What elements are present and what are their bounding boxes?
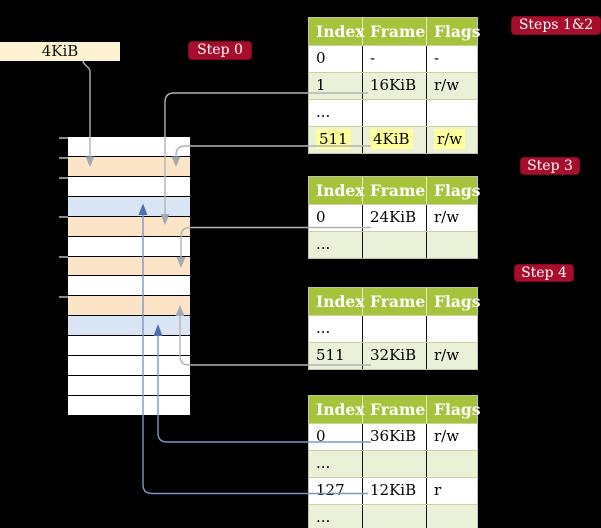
page-table-address-box: 4KiB: [0, 42, 120, 61]
table-cell: [363, 232, 427, 258]
table-cell: r: [434, 481, 442, 499]
table-cell: 16KiB: [363, 73, 427, 99]
memory-frame-peach: [68, 156, 190, 177]
table-cell: ...: [309, 451, 363, 477]
memory-frame-peach: [68, 256, 190, 277]
table-row: ...: [309, 99, 477, 126]
table-cell: [363, 316, 427, 342]
column-header: Frame: [363, 177, 427, 204]
memory-frame-peach: [68, 296, 190, 317]
column-header: Index: [309, 396, 364, 423]
column-header: Flags: [434, 181, 481, 200]
table-cell: [427, 232, 477, 258]
steps-1-2-badge: Steps 1&2: [511, 16, 601, 35]
table-cell: 0: [309, 46, 363, 72]
column-header: Index: [309, 288, 364, 315]
table-cell: 24KiB: [363, 205, 427, 231]
column-header: Frame: [363, 288, 427, 315]
table-cell: 0: [309, 424, 363, 450]
step4-badge: Step 4: [514, 264, 574, 282]
table-cell: 511: [309, 127, 363, 153]
memory-frame-white: [68, 356, 190, 377]
table-cell: r/w: [427, 127, 477, 153]
table-cell: 4KiB: [363, 127, 427, 153]
column-header: Index: [309, 18, 364, 45]
table-cell: [363, 505, 427, 528]
address-tick: [59, 216, 68, 218]
table-cell: ...: [309, 505, 363, 528]
address-tick: [59, 296, 68, 298]
physical-memory-stack: [68, 137, 190, 415]
table-cell: 32KiB: [363, 343, 427, 369]
table-cell: r/w: [434, 346, 460, 364]
table-row: ...: [309, 231, 477, 258]
address-tick: [59, 177, 68, 179]
table-cell: r/w: [434, 427, 460, 445]
memory-frame-white: [68, 336, 190, 357]
address-tick: [59, 157, 68, 159]
table-row: 511 4KiB r/w: [309, 126, 477, 153]
column-header: Flags: [434, 292, 481, 311]
column-header: Flags: [434, 22, 481, 41]
column-header: Frame: [363, 18, 427, 45]
table-cell: [427, 451, 477, 477]
table-cell: 0: [309, 205, 363, 231]
memory-frame-blue: [68, 196, 190, 217]
highlighted-value: 511: [316, 129, 351, 149]
table-cell: [363, 451, 427, 477]
address-tick: [59, 137, 68, 139]
table-cell: 511: [309, 343, 363, 369]
table-row: 0--: [309, 45, 477, 72]
memory-frame-blue: [68, 316, 190, 337]
address-tick: [59, 256, 68, 258]
table-cell: 36KiB: [363, 424, 427, 450]
step0-badge: Step 0: [188, 41, 252, 60]
table-cell: 127: [309, 478, 363, 504]
memory-frame-peach: [68, 216, 190, 237]
memory-frame-white: [68, 236, 190, 257]
table-cell: 12KiB: [363, 478, 427, 504]
table-cell: -: [363, 46, 427, 72]
table-row: ...: [309, 450, 477, 477]
table-cell: ...: [309, 100, 363, 126]
column-header: Index: [309, 177, 364, 204]
table-cell: -: [434, 49, 440, 67]
column-header: Flags: [434, 400, 481, 419]
memory-frame-white: [68, 395, 190, 415]
table-cell: [427, 316, 477, 342]
highlighted-value: 4KiB: [370, 129, 413, 149]
memory-frame-white: [68, 176, 190, 197]
memory-frame-white: [68, 376, 190, 396]
table-row: ...: [309, 504, 477, 528]
table-cell: [427, 505, 477, 528]
memory-frame-white: [68, 137, 190, 157]
table-cell: [363, 100, 427, 126]
table-cell: r/w: [434, 76, 460, 94]
column-header: Frame: [363, 396, 427, 423]
memory-frame-white: [68, 276, 190, 297]
table-cell: 1: [309, 73, 363, 99]
step3-badge: Step 3: [520, 157, 580, 175]
table-row: ...: [309, 315, 477, 342]
table-cell: ...: [309, 232, 363, 258]
table-cell: r/w: [434, 208, 460, 226]
highlighted-value: r/w: [434, 129, 466, 149]
table-cell: ...: [309, 316, 363, 342]
table-cell: [427, 100, 477, 126]
